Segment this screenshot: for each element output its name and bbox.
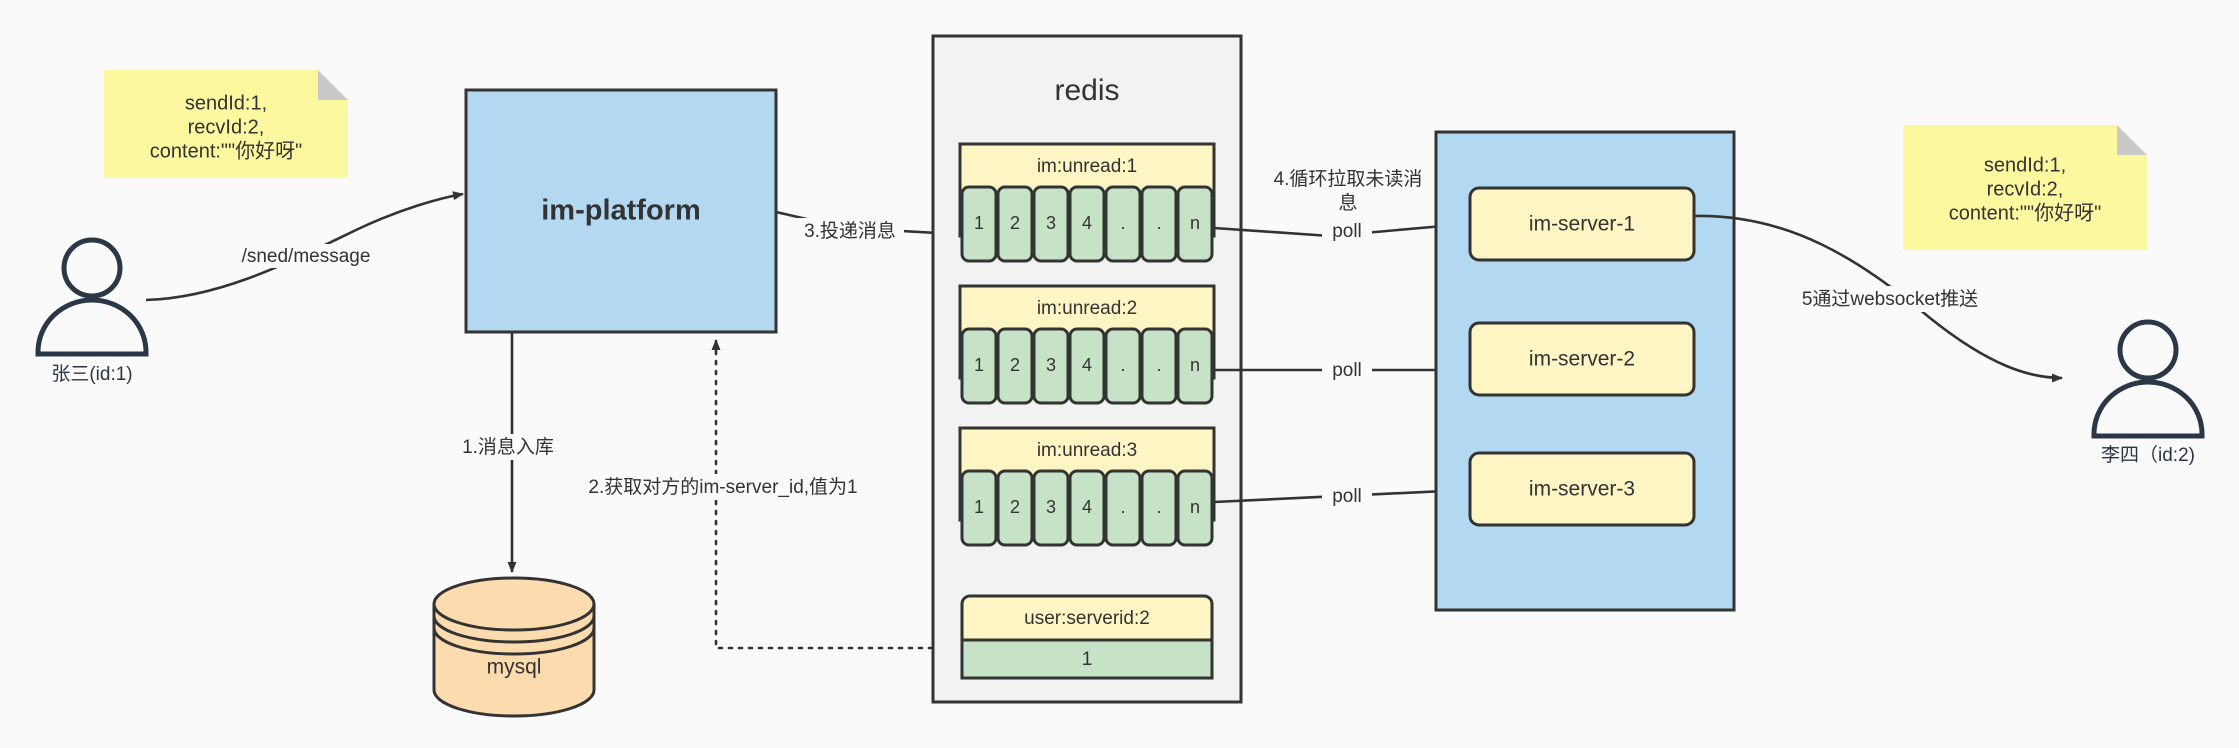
- node-im-server-1[interactable]: im-server-1: [1468, 186, 1696, 262]
- note-left-line1: sendId:1,: [185, 92, 267, 114]
- edge-step3-label: 3.投递消息: [804, 220, 896, 242]
- redis-queue-1-cells: 1 2 3 4 . . n: [960, 327, 1214, 405]
- edge-step1: 1.消息入库: [458, 332, 558, 573]
- redis-queue-2-cell-1: 2: [1010, 497, 1020, 517]
- redis-queue-2-key: im:unread:3: [1037, 440, 1137, 461]
- redis-queue-0-cell-2: 3: [1046, 213, 1056, 233]
- redis-queue-1-cell-3: 4: [1082, 355, 1092, 375]
- edge-step5: 5通过websocket推送: [1693, 214, 2063, 383]
- edge-step1-label: 1.消息入库: [462, 436, 554, 458]
- node-im-server-3[interactable]: im-server-3: [1468, 451, 1696, 527]
- redis-queue-2-cells: 1 2 3 4 . . n: [960, 469, 1214, 547]
- edge-step2-label: 2.获取对方的im-server_id,值为1: [588, 476, 857, 498]
- edge-step5-label: 5通过websocket推送: [1802, 288, 1978, 310]
- edge-step1-label-bg: [458, 434, 558, 460]
- redis-queue-2-cell-2: 3: [1046, 497, 1056, 517]
- edge-poll-1-label: poll: [1332, 221, 1362, 242]
- actor-receiver-label: 李四（id:2): [2101, 444, 2195, 466]
- actor-receiver: 李四（id:2): [2091, 319, 2205, 466]
- person-icon-head-receiver: [2117, 319, 2179, 381]
- edge-poll-2-label-bg: [1322, 358, 1372, 382]
- person-icon-body-receiver: [2091, 379, 2205, 439]
- node-im-platform[interactable]: im-platform: [464, 88, 778, 334]
- redis-kv-key: user:serverid:2: [1024, 608, 1150, 629]
- edge-step2-label-bg: [578, 474, 868, 500]
- node-im-server-3-label: im-server-3: [1529, 478, 1635, 501]
- redis-queue-0-cell-1: 2: [1010, 213, 1020, 233]
- edge-step2: 2.获取对方的im-server_id,值为1: [578, 338, 964, 650]
- edge-poll-1-label-bg: [1322, 219, 1372, 243]
- node-im-server-2[interactable]: im-server-2: [1468, 321, 1696, 397]
- note-left: sendId:1, recvId:2, content:""你好呀": [104, 70, 348, 178]
- edge-poll-2-label: poll: [1332, 360, 1362, 381]
- node-im-server-1-label: im-server-1: [1529, 213, 1635, 236]
- edge-step4-label-line2: 息: [1338, 192, 1357, 214]
- redis-queue-1-cell-0: 1: [974, 355, 984, 375]
- redis-queue-0-cells: 1 2 3 4 . . n: [960, 185, 1214, 263]
- note-right-line3: content:""你好呀": [1949, 201, 2101, 224]
- actor-sender-label: 张三(id:1): [51, 363, 132, 385]
- note-left-line3: content:""你好呀": [150, 139, 302, 162]
- redis-queue-0-cell-0: 1: [974, 213, 984, 233]
- edge-send-message-label-bg: [232, 244, 380, 268]
- note-left-line2: recvId:2,: [188, 116, 265, 138]
- node-im-server-2-label: im-server-2: [1529, 348, 1635, 371]
- edge-send-message-label: /sned/message: [242, 246, 371, 267]
- edge-poll-3-label-bg: [1322, 484, 1372, 508]
- node-server-cluster[interactable]: im-server-1 im-server-2 im-server-3: [1434, 130, 1736, 612]
- person-icon-body-sender: [35, 297, 149, 357]
- person-icon-head-sender: [61, 237, 123, 299]
- node-redis-label: redis: [1054, 74, 1119, 107]
- redis-queue-2-cell-6: n: [1190, 497, 1200, 517]
- redis-queue-2-cell-4: .: [1120, 497, 1125, 517]
- edge-poll-3: poll: [1213, 484, 1467, 508]
- note-right-line2: recvId:2,: [1987, 178, 2064, 200]
- redis-queue-2[interactable]: im:unread:3 1 2 3 4 . . n: [958, 426, 1216, 547]
- edge-poll-1: 4.循环拉取未读消 息 poll: [1213, 165, 1467, 243]
- edge-step3-label-bg: [796, 218, 904, 244]
- redis-kv-user-serverid[interactable]: user:serverid:2 1: [960, 594, 1214, 680]
- redis-kv-value: 1: [1082, 649, 1093, 670]
- redis-queue-2-cell-0: 1: [974, 497, 984, 517]
- redis-queue-1-cell-1: 2: [1010, 355, 1020, 375]
- redis-queue-1-cell-6: n: [1190, 355, 1200, 375]
- edge-step4-label-bg: [1254, 165, 1440, 217]
- note-right-line1: sendId:1,: [1984, 154, 2066, 176]
- actor-sender: 张三(id:1): [35, 237, 149, 385]
- node-mysql[interactable]: mysql: [432, 576, 596, 718]
- redis-queue-0-cell-3: 4: [1082, 213, 1092, 233]
- redis-queue-0-key: im:unread:1: [1037, 156, 1137, 177]
- redis-queue-0-cell-6: n: [1190, 213, 1200, 233]
- node-im-platform-label: im-platform: [541, 195, 701, 227]
- redis-queue-1-cell-5: .: [1156, 355, 1161, 375]
- redis-queue-2-cell-5: .: [1156, 497, 1161, 517]
- redis-queue-0-cell-5: .: [1156, 213, 1161, 233]
- redis-queue-0[interactable]: im:unread:1 1 2 3 4 . . n: [958, 142, 1216, 263]
- note-right: sendId:1, recvId:2, content:""你好呀": [1903, 125, 2147, 250]
- redis-queue-1[interactable]: im:unread:2 1 2 3 4 . . n: [958, 284, 1216, 405]
- edge-send-message: /sned/message: [145, 191, 464, 302]
- redis-queue-1-cell-2: 3: [1046, 355, 1056, 375]
- edge-poll-2: poll: [1214, 358, 1467, 382]
- edge-step5-label-bg: [1792, 286, 1988, 312]
- edge-step4-label-line1: 4.循环拉取未读消: [1274, 168, 1423, 190]
- edge-poll-3-label: poll: [1332, 486, 1362, 507]
- edge-step3: 3.投递消息: [775, 210, 957, 244]
- redis-queue-2-cell-3: 4: [1082, 497, 1092, 517]
- redis-queue-0-cell-4: .: [1120, 213, 1125, 233]
- node-mysql-label: mysql: [487, 656, 542, 679]
- redis-queue-1-key: im:unread:2: [1037, 298, 1137, 319]
- redis-queue-1-cell-4: .: [1120, 355, 1125, 375]
